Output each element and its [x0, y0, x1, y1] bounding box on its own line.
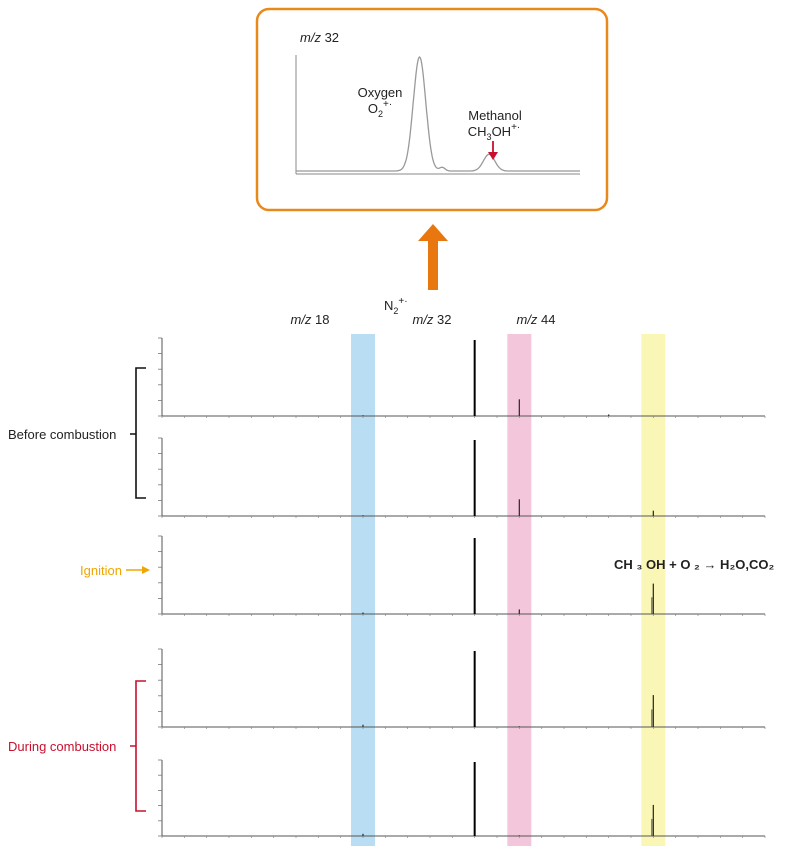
methanol-formula-sub: 3: [487, 132, 492, 142]
band-mz32: [507, 334, 532, 846]
methanol-marker-arrow-head: [488, 152, 498, 160]
spectrum-panel-5: [158, 759, 766, 838]
mz18-header-value: 18: [311, 312, 329, 327]
oxygen-formula-sup: +·: [383, 99, 392, 110]
methanol-formula-b: OH: [492, 124, 512, 139]
mz18-header: m/z 18: [290, 312, 329, 327]
mz44-header-italic: m/z: [516, 312, 537, 327]
n2-header-sub: 2: [393, 306, 398, 316]
spectrum-panel-1: [158, 337, 766, 418]
mz44-header-value: 44: [537, 312, 555, 327]
ignition-label: Ignition: [80, 563, 122, 578]
mz18-header-italic: m/z: [290, 312, 311, 327]
methanol-formula-a: CH: [468, 124, 487, 139]
spectrum-panel-2: [158, 437, 766, 518]
inset-frame: [255, 7, 609, 212]
methanol-formula-sup: +·: [511, 122, 520, 133]
reaction-equation: CH ₃ OH + O ₂ → H₂O,CO₂: [614, 557, 774, 572]
mz32-header: m/z 32: [412, 312, 451, 327]
inset-trace: [296, 56, 580, 172]
methanol-formula: CH3OH+·: [468, 122, 520, 142]
spectrum-panel-4: [158, 648, 766, 729]
zoom-arrow-shaft: [428, 240, 438, 290]
during-bracket: [130, 680, 146, 812]
methanol-label: Methanol: [468, 108, 522, 123]
n2-header-main: N: [384, 298, 393, 313]
mz32-header-value: 32: [433, 312, 451, 327]
n2-header: N2+·: [384, 296, 408, 316]
inset-mz-label: m/z 32: [300, 30, 339, 45]
spectra-panels: [158, 337, 766, 838]
before-combustion-label: Before combustion: [8, 427, 116, 442]
inset-mz-italic: m/z: [300, 30, 321, 45]
mz32-header-italic: m/z: [412, 312, 433, 327]
oxygen-label: Oxygen: [358, 85, 403, 100]
oxygen-formula-sub: 2: [378, 109, 383, 119]
band-mz18: [351, 334, 375, 846]
oxygen-formula: O2+·: [368, 99, 392, 119]
mz44-header: m/z 44: [516, 312, 555, 327]
oxygen-formula-main: O: [368, 101, 378, 116]
n2-header-sup: +·: [398, 296, 407, 307]
ignition-arrow-icon: [142, 566, 150, 574]
zoom-arrow-icon: [418, 224, 448, 241]
spectrum-panel-3: [158, 535, 766, 616]
during-combustion-label: During combustion: [8, 739, 116, 754]
inset-mz-value: 32: [321, 30, 339, 45]
highlight-bands: [351, 334, 666, 846]
before-bracket: [130, 367, 146, 499]
